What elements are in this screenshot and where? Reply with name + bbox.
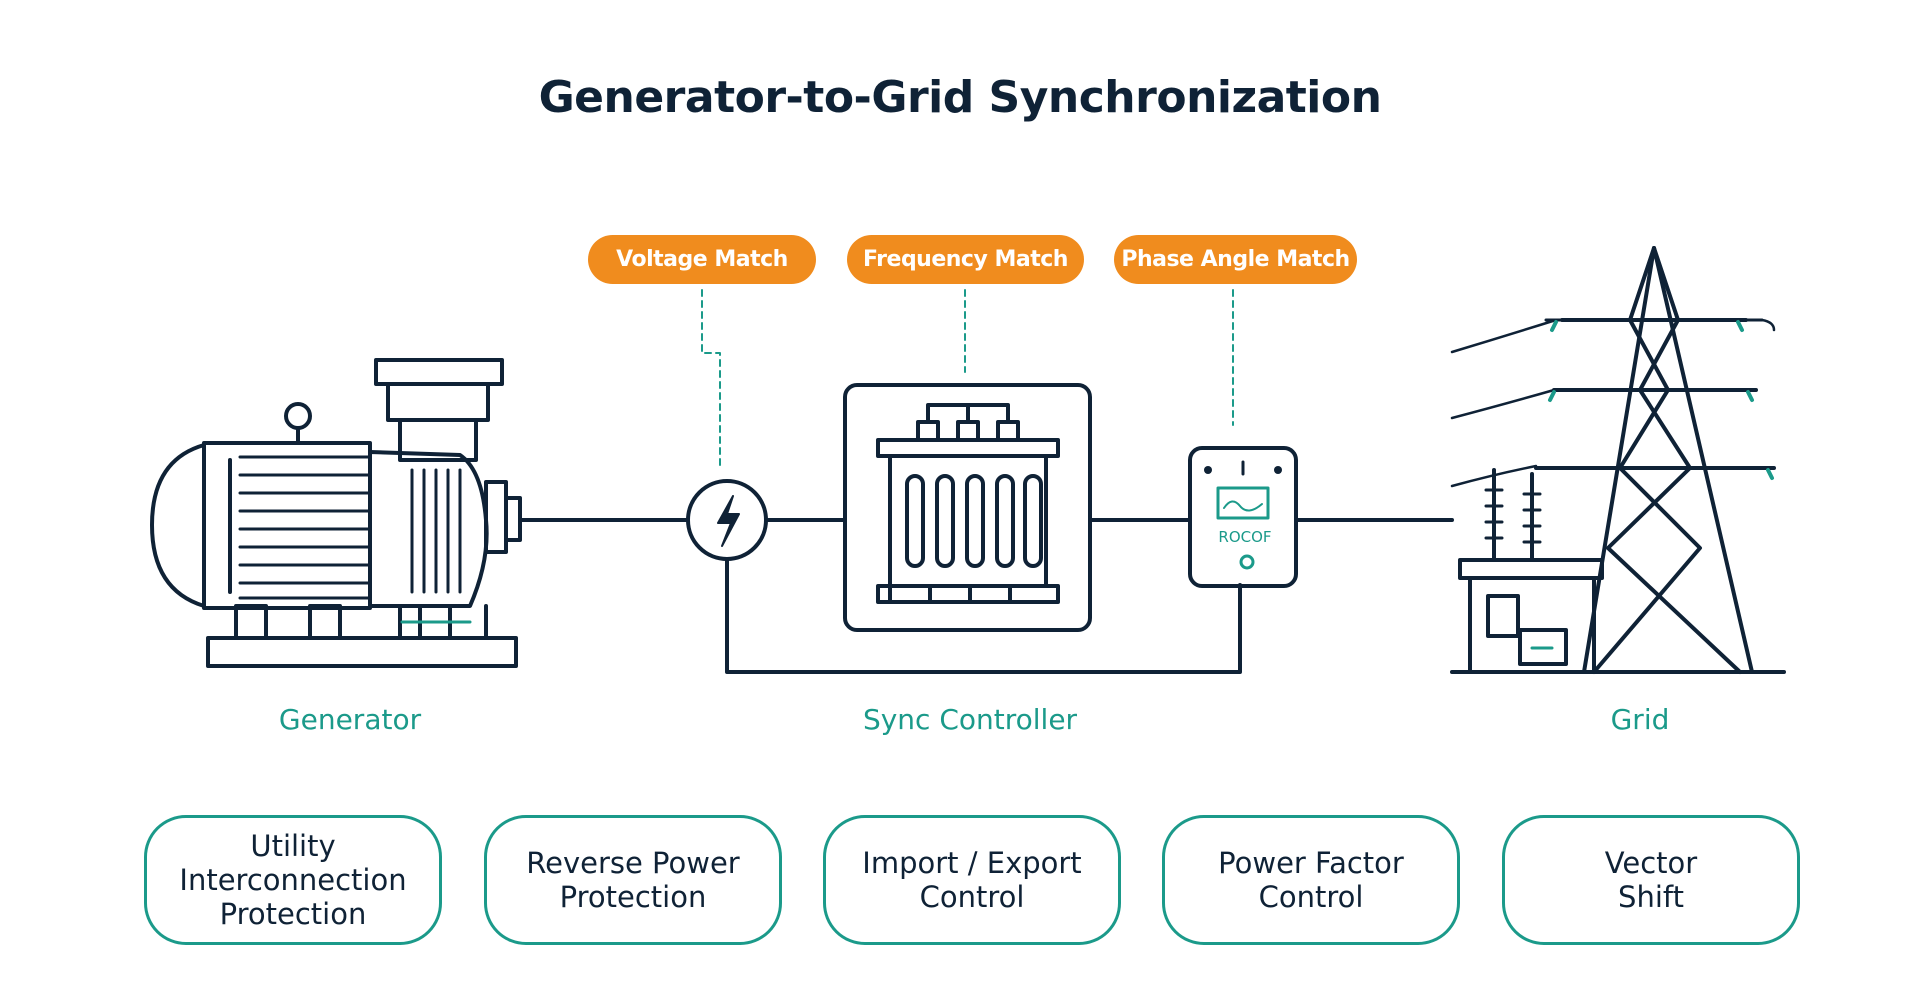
transformer-icon — [843, 383, 1092, 632]
return-bus-line — [725, 558, 1242, 674]
phase-angle-match-tag: Phase Angle Match — [1114, 235, 1357, 284]
voltage-match-tag: Voltage Match — [588, 235, 816, 284]
relay-label: ROCOF — [1218, 528, 1271, 546]
transmission-tower-icon — [1450, 246, 1786, 674]
page-title: Generator-to-Grid Synchronization — [538, 72, 1382, 123]
relay-meter-icon — [1188, 446, 1298, 588]
power-factor-control-box: Power Factor Control — [1162, 815, 1460, 945]
generator-icon — [150, 358, 522, 668]
lightning-bolt-icon — [717, 495, 740, 547]
reverse-power-protection-box: Reverse Power Protection — [484, 815, 782, 945]
import-export-control-box: Import / Export Control — [823, 815, 1121, 945]
sync-controller-label: Sync Controller — [862, 703, 1078, 736]
generator-label: Generator — [278, 703, 422, 736]
utility-interconnection-protection-box: Utility Interconnection Protection — [144, 815, 442, 945]
tag-connector-lines — [701, 289, 1234, 471]
frequency-match-tag: Frequency Match — [847, 235, 1084, 284]
grid-label: Grid — [1610, 703, 1670, 736]
breaker-circle — [686, 479, 768, 561]
vector-shift-box: Vector Shift — [1502, 815, 1800, 945]
